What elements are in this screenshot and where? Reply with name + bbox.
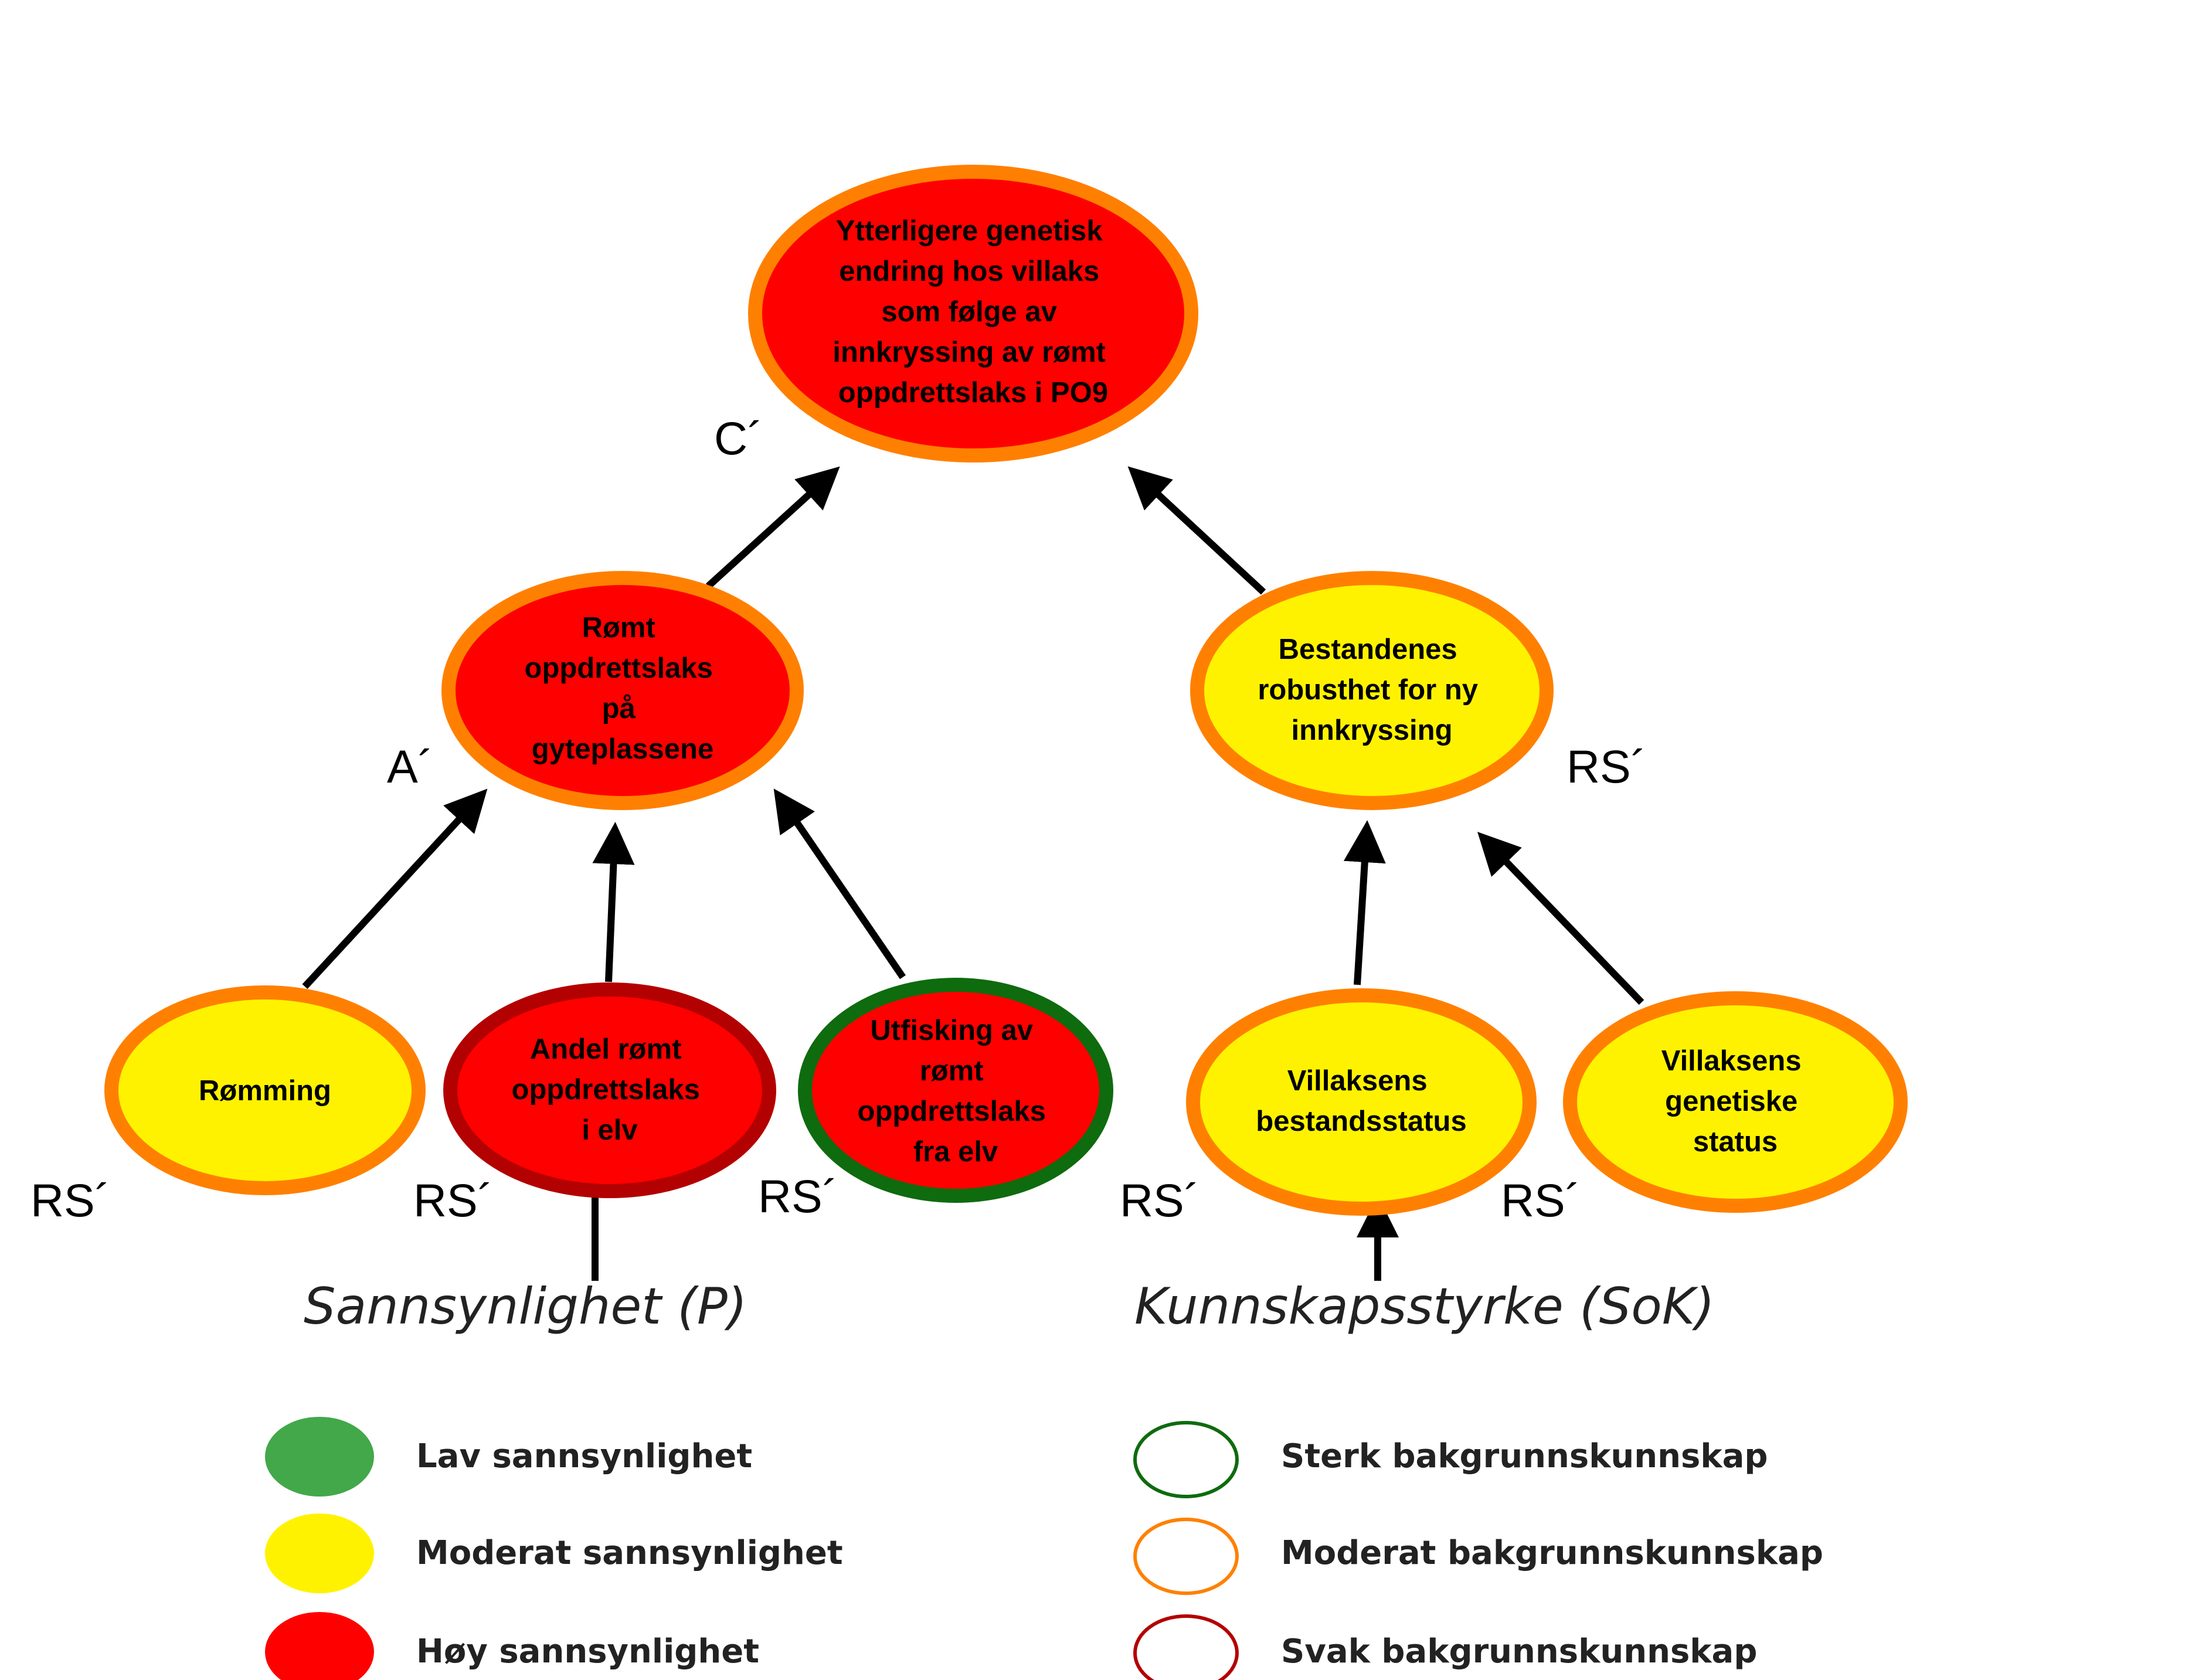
node-escape-line: Rømming — [199, 1075, 331, 1107]
caption-knowledge: Kunnskapsstyrke (SoK) — [1134, 1277, 1715, 1336]
legend-label-high-probability: Høy sannsynlighet — [416, 1633, 759, 1671]
node-share-escaped-line: Andel rømt — [530, 1033, 682, 1065]
node-escaped-on-spawning-line: på — [602, 693, 636, 725]
node-escaped-on-spawning-line: Rømt — [582, 612, 655, 644]
node-share-escaped-line: i elv — [582, 1114, 638, 1146]
legend-swatch-low-probability — [265, 1417, 374, 1497]
node-genetic-status-ellipse — [1563, 991, 1908, 1213]
node-escaped-on-spawning-line: oppdrettslaks — [525, 652, 713, 684]
node-genetic-change-line: innkryssing av rømt — [832, 336, 1106, 368]
node-escaped-on-spawning-ellipse — [441, 571, 804, 810]
label-rs-share: RS´ — [413, 1174, 493, 1226]
svg-text:Ytterligere genetisk end: Ytterligere genetisk endring hos villaks… — [832, 215, 1113, 409]
node-genetic-status-line: genetiske — [1665, 1086, 1797, 1117]
legend-swatch-moderate-probability — [265, 1514, 374, 1593]
node-genetic-status-line: status — [1693, 1126, 1778, 1158]
node-robustness-line: Bestandenes — [1279, 634, 1457, 665]
svg-text:Utfisking av rømt: Utfisking av rømt oppdrettslaks fra elv — [858, 1015, 1054, 1168]
legend-label-strong-knowledge: Sterk bakgrunnskunnskap — [1281, 1437, 1768, 1475]
svg-text:Bestandenes robusthet fo: Bestandenes robusthet for ny innkryssing — [1258, 634, 1486, 746]
node-escape-ellipse — [104, 985, 426, 1195]
node-genetic-change-line: oppdrettslaks i PO9 — [838, 377, 1108, 409]
legend-swatch-strong-knowledge — [1133, 1421, 1239, 1498]
node-robustness-line: robusthet for ny — [1258, 674, 1478, 706]
node-removal-line: Utfisking av — [870, 1015, 1033, 1046]
node-genetic-change-line: som følge av — [881, 296, 1057, 328]
arrow-escaped-to-top — [705, 466, 840, 589]
node-removal-line: oppdrettslaks — [858, 1096, 1046, 1127]
label-rs-genetic: RS´ — [1501, 1174, 1581, 1226]
node-stock-status-line: bestandsstatus — [1256, 1106, 1466, 1137]
node-share-escaped-ellipse — [443, 982, 776, 1198]
node-stock-status: Villaksens bestandsstatus — [1186, 988, 1537, 1216]
caption-probability: Sannsynlighet (P) — [304, 1277, 747, 1336]
node-genetic-change-ellipse — [748, 165, 1198, 462]
node-escaped-on-spawning: Rømt oppdrettslaks på gyteplassene — [441, 571, 804, 810]
label-consequence: C´ — [714, 412, 763, 464]
svg-text:Villaksens bestandsstatu: Villaksens bestandsstatus — [1256, 1065, 1466, 1137]
node-share-escaped: Andel rømt oppdrettslaks i elv — [443, 982, 776, 1198]
legend-label-low-probability: Lav sannsynlighet — [416, 1437, 752, 1475]
arrow-robustness-to-top — [1127, 466, 1266, 595]
node-removal-line: fra elv — [913, 1136, 998, 1168]
label-rs-robustness: RS´ — [1566, 740, 1646, 793]
legend-swatch-high-probability — [265, 1612, 374, 1680]
node-removal-ellipse — [798, 978, 1113, 1203]
svg-text:Rømming: Rømming — [199, 1075, 331, 1107]
arrow-removal-to-escaped — [773, 788, 906, 980]
node-share-escaped-line: oppdrettslaks — [512, 1074, 700, 1106]
node-robustness-line: innkryssing — [1291, 715, 1452, 746]
node-stock-status-line: Villaksens — [1287, 1065, 1428, 1097]
label-rs-removal: RS´ — [758, 1170, 838, 1222]
label-activity: A´ — [387, 740, 433, 793]
legend-swatch-moderate-knowledge — [1133, 1518, 1239, 1595]
legend-label-moderate-probability: Moderat sannsynlighet — [416, 1534, 843, 1572]
node-escaped-on-spawning-line: gyteplassene — [532, 733, 714, 765]
svg-text:Villaksens genetiske: Villaksens genetiske status — [1661, 1045, 1809, 1158]
node-escape: Rømming — [104, 985, 426, 1195]
arrow-stock-to-robustness — [1343, 820, 1386, 985]
node-robustness: Bestandenes robusthet for ny innkryssing — [1190, 571, 1554, 810]
node-genetic-change-line: endring hos villaks — [839, 256, 1099, 287]
legend-swatch-weak-knowledge — [1133, 1614, 1239, 1680]
legend-label-weak-knowledge: Svak bakgrunnskunnskap — [1281, 1633, 1757, 1671]
legend-probability: Lav sannsynlighet Moderat sannsynlighet … — [265, 1417, 843, 1680]
label-rs-escape: RS´ — [30, 1174, 110, 1226]
arrows — [302, 466, 1644, 1281]
svg-text:Rømt oppdrettslaks: Rømt oppdrettslaks på gyteplassene — [525, 612, 721, 765]
node-robustness-ellipse — [1190, 571, 1554, 810]
arrow-escape-to-escaped — [302, 788, 488, 989]
node-genetic-change-line: Ytterligere genetisk — [836, 215, 1103, 247]
node-removal-line: rømt — [920, 1055, 984, 1087]
label-rs-stock: RS´ — [1120, 1174, 1199, 1226]
node-stock-status-ellipse — [1186, 988, 1537, 1216]
node-genetic-status: Villaksens genetiske status — [1563, 991, 1908, 1213]
arrow-genetic-to-robustness — [1477, 832, 1644, 1005]
legend-knowledge: Sterk bakgrunnskunnskap Moderat bakgrunn… — [1133, 1421, 1823, 1680]
node-genetic-change: Ytterligere genetisk endring hos villaks… — [748, 165, 1198, 462]
node-removal: Utfisking av rømt oppdrettslaks fra elv — [798, 978, 1113, 1203]
legend-label-moderate-knowledge: Moderat bakgrunnskunnskap — [1281, 1534, 1823, 1572]
node-genetic-status-line: Villaksens — [1661, 1045, 1802, 1077]
svg-text:Andel rømt oppdrettslaks: Andel rømt oppdrettslaks i elv — [512, 1033, 708, 1146]
arrow-share-to-escaped — [592, 822, 635, 982]
